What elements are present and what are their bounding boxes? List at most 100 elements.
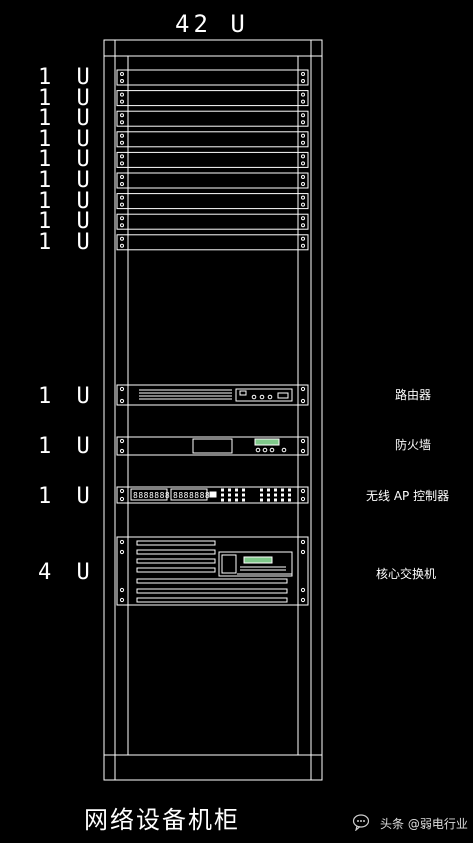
firewall-led-icon — [269, 447, 275, 453]
firewall-led-icon — [281, 447, 287, 453]
screw-icon — [120, 161, 124, 166]
router-port-icon — [239, 390, 247, 396]
firewall-front-panel — [116, 436, 309, 456]
router-vent-lines — [139, 389, 232, 400]
screw-icon — [120, 195, 124, 200]
firewall-screw-icon — [119, 448, 125, 454]
screw-icon — [120, 79, 124, 83]
screw-icon — [120, 99, 124, 104]
blank-panel-face — [116, 131, 309, 148]
core-switch-front-panel — [116, 536, 309, 606]
screw-icon — [301, 202, 305, 207]
port-icon — [235, 498, 238, 502]
core-switch-screw-icon — [300, 587, 306, 593]
core-switch-screw-icon — [300, 549, 306, 555]
port-icon — [260, 498, 263, 502]
port-icon — [274, 493, 277, 497]
core-switch-screw-icon — [300, 597, 306, 603]
ap-controller-screw-icon — [300, 488, 306, 494]
blank-panel-face — [116, 90, 309, 107]
blank-panel-face — [116, 213, 309, 230]
watermark-text: 头条 @弱电行业 — [380, 817, 468, 831]
port-icon — [242, 488, 245, 492]
port-icon — [242, 498, 245, 502]
screw-icon — [301, 113, 305, 118]
ap-controller-left-display-text: 8888888 — [133, 491, 170, 500]
blank-panel-face — [116, 69, 309, 86]
screw-icon — [301, 216, 305, 221]
core-switch-slots — [136, 540, 288, 603]
blank-panel-unit-label: 1 U — [38, 188, 96, 214]
router-port-icon — [277, 392, 289, 399]
firewall-name-label: 防火墙 — [395, 438, 432, 452]
firewall-display-window — [192, 438, 233, 454]
screw-icon — [301, 182, 305, 186]
port-icon — [228, 498, 231, 502]
port-icon — [221, 498, 224, 502]
blank-panel — [116, 110, 309, 127]
blank-panel-unit-label: 1 U — [38, 85, 96, 111]
port-icon — [288, 498, 291, 502]
router-led-icon — [259, 394, 265, 400]
ap-controller-left-display — [130, 488, 168, 501]
router-led-icon — [251, 394, 257, 400]
blank-panel — [116, 151, 309, 168]
screw-icon — [301, 99, 305, 104]
ap-controller-device — [116, 486, 309, 504]
core-switch-module-handle — [221, 554, 237, 574]
port-icon — [242, 493, 245, 497]
ap-controller-mid-display-text: 8888888 — [173, 491, 210, 500]
blank-panel-face — [116, 151, 309, 168]
core-switch-device — [116, 536, 309, 606]
firewall-device — [116, 436, 309, 456]
ap-controller-mid-display — [170, 488, 208, 501]
firewall-led-icon — [255, 447, 261, 453]
screw-icon — [301, 195, 305, 200]
firewall-status-screen — [254, 438, 280, 446]
core-switch-screw-icon — [119, 549, 125, 555]
blank-panel-unit-label: 1 U — [38, 209, 96, 235]
blank-panel-unit-label: 1 U — [38, 229, 96, 255]
screw-icon — [301, 79, 305, 83]
screw-icon — [301, 236, 305, 241]
router-device — [116, 384, 309, 406]
screw-icon — [301, 161, 305, 166]
blank-panel-face — [116, 193, 309, 210]
port-icon — [228, 493, 231, 497]
port-icon — [267, 493, 270, 497]
chat-bubble-icon — [352, 814, 370, 831]
ap-controller-name-label: 无线 AP 控制器 — [366, 489, 450, 503]
router-screw-icon — [300, 386, 306, 392]
screw-icon — [301, 175, 305, 179]
router-name-label: 路由器 — [395, 388, 432, 402]
screw-icon — [120, 236, 124, 241]
blank-panel — [116, 90, 309, 107]
ap-controller-screw-icon — [119, 496, 125, 502]
blank-panel-face — [116, 172, 309, 189]
firewall-led-icon — [262, 447, 268, 453]
screw-icon — [301, 120, 305, 125]
port-icon — [281, 488, 284, 492]
core-switch-screw-icon — [119, 587, 125, 593]
screw-icon — [120, 182, 124, 186]
screw-icon — [301, 140, 305, 145]
port-icon — [221, 493, 224, 497]
screw-icon — [301, 72, 305, 76]
blank-panel-unit-label: 1 U — [38, 126, 96, 152]
screw-icon — [120, 140, 124, 145]
core-switch-screw-icon — [300, 539, 306, 545]
blank-panel — [116, 193, 309, 210]
screw-icon — [120, 243, 124, 248]
port-icon — [288, 493, 291, 497]
blank-panel — [116, 172, 309, 189]
blank-panel-unit-label: 1 U — [38, 168, 96, 193]
core-switch-control-module — [218, 551, 293, 577]
port-icon — [235, 493, 238, 497]
screw-icon — [120, 175, 124, 179]
blank-panel — [116, 69, 309, 86]
core-switch-screw-icon — [119, 539, 125, 545]
firewall-unit-label: 1 U — [38, 434, 96, 459]
blank-panel-unit-label: 1 U — [38, 106, 96, 132]
screw-icon — [120, 133, 124, 138]
